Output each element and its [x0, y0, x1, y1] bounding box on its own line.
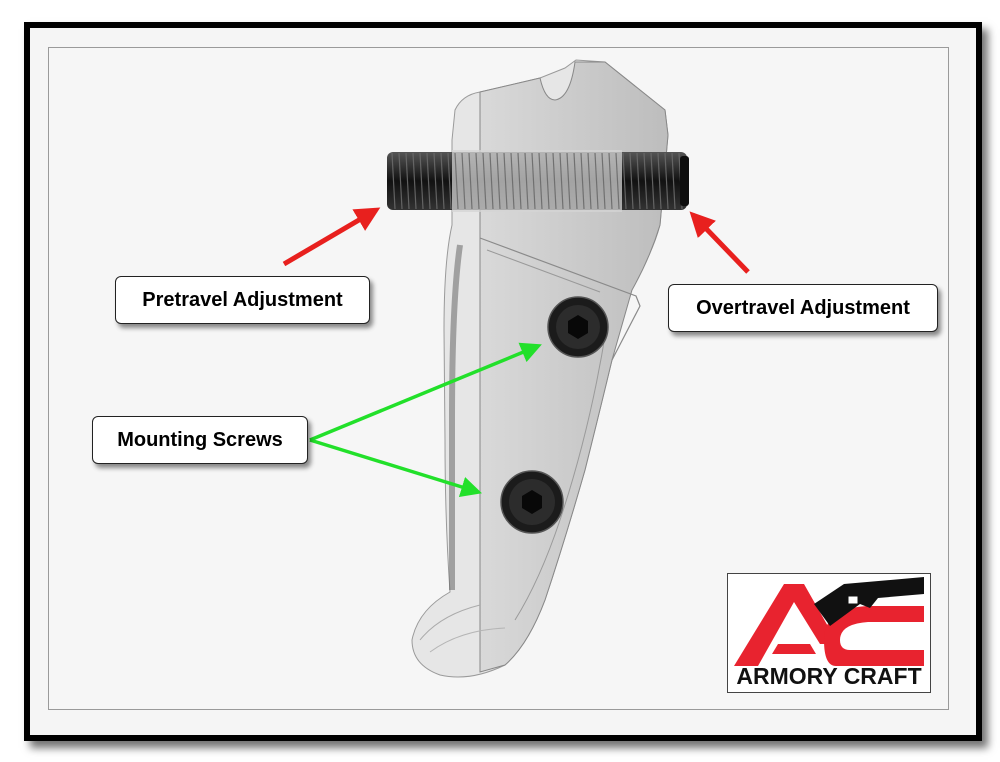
thread-line — [573, 152, 578, 210]
thread-line — [489, 152, 494, 210]
thread-line — [496, 152, 501, 210]
overtravel-arrow — [689, 211, 750, 274]
thread-line — [580, 152, 585, 210]
thread-line — [636, 152, 641, 210]
thread-line — [524, 152, 529, 210]
thread-line — [615, 152, 620, 210]
thread-line — [426, 152, 431, 210]
thread-line — [643, 152, 648, 210]
thread-line — [538, 152, 543, 210]
thread-line — [650, 152, 655, 210]
thread-line — [468, 152, 473, 210]
thread-line — [433, 152, 438, 210]
logo-mark — [734, 577, 924, 666]
screw-icon — [547, 296, 609, 358]
armory-craft-logo: ARMORY CRAFT — [727, 573, 931, 693]
thread-line — [482, 152, 487, 210]
thread-line — [475, 152, 480, 210]
thread-line — [664, 152, 669, 210]
thread-line — [454, 152, 459, 210]
thread-line — [545, 152, 550, 210]
thread-line — [671, 152, 676, 210]
thread-line — [447, 152, 452, 210]
thread-line — [503, 152, 508, 210]
thread-line — [594, 152, 599, 210]
thread-line — [510, 152, 515, 210]
thread-line — [608, 152, 613, 210]
thread-line — [517, 152, 522, 210]
thread-line — [587, 152, 592, 210]
mounting-screws-callout: Mounting Screws — [92, 416, 308, 464]
thread-line — [398, 152, 403, 210]
thread-line — [419, 152, 424, 210]
mounting-arrows — [309, 342, 542, 498]
thread-line — [412, 152, 417, 210]
pretravel-callout: Pretravel Adjustment — [115, 276, 370, 324]
overtravel-callout: Overtravel Adjustment — [668, 284, 938, 332]
thread-line — [391, 152, 396, 210]
thread-line — [552, 152, 557, 210]
thread-line — [405, 152, 410, 210]
thread-line — [440, 152, 445, 210]
screw-icon — [500, 470, 564, 534]
thread-line — [601, 152, 606, 210]
adjustment-screw — [387, 150, 689, 212]
thread-line — [531, 152, 536, 210]
thread-line — [461, 152, 466, 210]
pretravel-arrow — [282, 207, 381, 267]
pistol-icon — [814, 577, 924, 626]
thread-line — [559, 152, 564, 210]
thread-line — [629, 152, 634, 210]
thread-line — [657, 152, 662, 210]
thread-line — [566, 152, 571, 210]
logo-text: ARMORY CRAFT — [736, 663, 922, 689]
thread-line — [622, 152, 627, 210]
